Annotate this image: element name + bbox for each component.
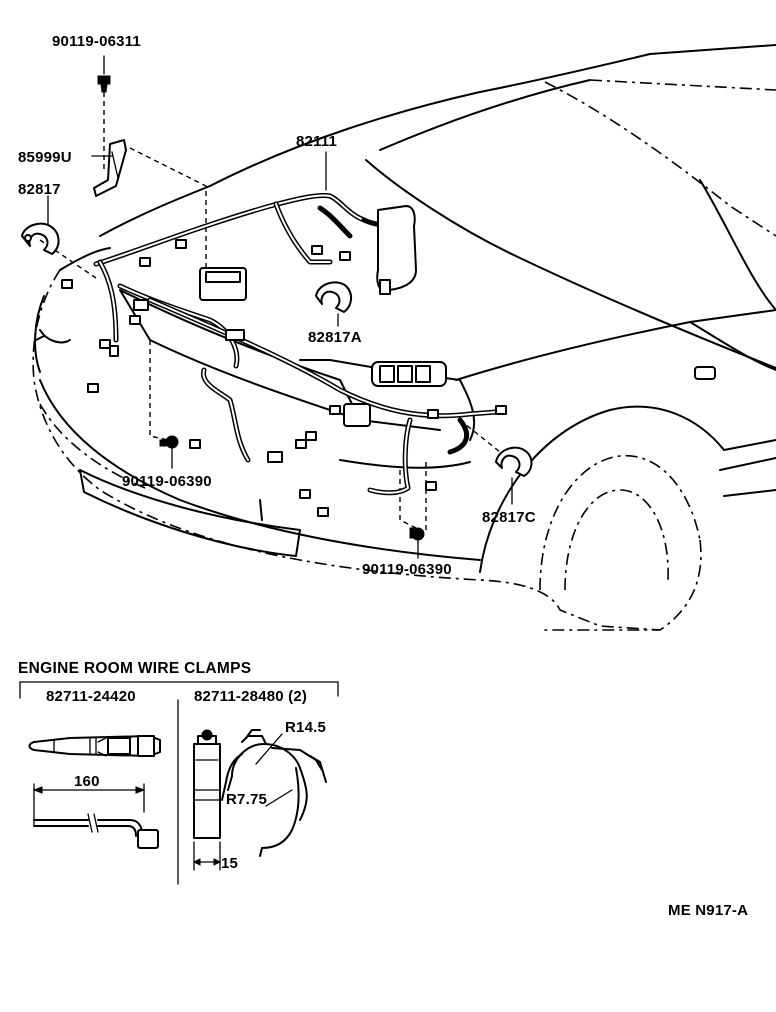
bolt-icon: [159, 435, 179, 449]
dim-width: 15: [221, 855, 238, 872]
dim-r2: R7.75: [226, 791, 267, 808]
side-marker-icon: [694, 366, 716, 380]
bolt-icon: [97, 75, 111, 93]
clamp-82817-icon: [21, 222, 60, 255]
detail-title: ENGINE ROOM WIRE CLAMPS: [18, 660, 251, 677]
dim-length: 160: [74, 773, 100, 790]
dim-r1: R14.5: [285, 719, 326, 736]
callout-bracket: 85999U: [18, 149, 72, 166]
clamp-82817a-icon: [315, 281, 352, 313]
clamp2-part-number: 82711-28480 (2): [194, 688, 307, 705]
leader-lines: [47, 55, 513, 559]
engine-room-wire-harness: [61, 193, 507, 517]
wire-clamps-detail: ENGINE ROOM WIRE CLAMPS 82711-24420 8271…: [18, 660, 339, 885]
callout-clamp-left: 82817: [18, 181, 61, 198]
callout-bolt-lower-right: 90119-06390: [362, 561, 452, 578]
clamp1-side-view: [33, 813, 159, 849]
clamp2-front-view: [221, 729, 327, 857]
callout-harness: 82111: [296, 133, 337, 150]
callout-bolt-top: 90119-06311: [52, 33, 141, 50]
bolt-icon: [409, 527, 425, 541]
clamp1-part-number: 82711-24420: [46, 688, 136, 705]
band-clamp-icon: [28, 735, 161, 757]
car-body-outline: [32, 44, 776, 631]
bracket-icon: [93, 139, 127, 197]
callout-bolt-lower-left: 90119-06390: [122, 473, 212, 490]
clamp2-side-view: [193, 729, 221, 839]
callout-clamp-c: 82817C: [482, 509, 536, 526]
callout-clamp-a: 82817A: [308, 329, 362, 346]
figure-id: ME N917-A: [668, 902, 748, 919]
clamp-82817c-icon: [495, 446, 533, 477]
